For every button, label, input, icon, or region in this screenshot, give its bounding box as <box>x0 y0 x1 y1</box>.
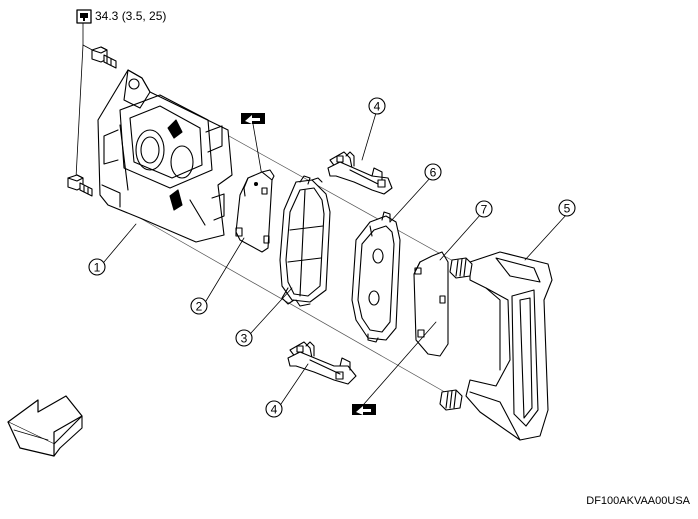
callout-6: 6 <box>424 163 442 181</box>
callout-3: 3 <box>235 329 253 347</box>
callout-6-number: 6 <box>430 166 437 180</box>
torque-spec-label: 34.3 (3.5, 25) <box>95 9 167 23</box>
callout-5-number: 5 <box>564 202 571 216</box>
grease-apply-icon <box>241 113 265 177</box>
callout-4-upper-number: 4 <box>374 100 381 114</box>
torque-member <box>439 251 553 441</box>
caliper-bolt <box>67 174 93 197</box>
callout-7-number: 7 <box>481 203 488 217</box>
outer-pad-shim <box>413 251 449 357</box>
front-direction-arrow-icon <box>7 395 83 457</box>
callout-4-lower: 4 <box>265 400 283 418</box>
grease-apply-icon <box>352 321 437 415</box>
torque-wrench-icon <box>75 9 97 179</box>
callout-2-number: 2 <box>196 300 203 314</box>
pad-retainer-upper <box>327 151 393 195</box>
callout-1: 1 <box>88 258 106 276</box>
callout-7: 7 <box>475 200 493 218</box>
callout-3-number: 3 <box>241 332 248 346</box>
caliper-bolt <box>91 46 117 69</box>
callout-5: 5 <box>558 199 576 217</box>
callout-leaders <box>103 112 568 405</box>
outer-brake-pad <box>351 211 401 343</box>
caliper-body <box>97 69 233 243</box>
inner-brake-pad <box>279 175 331 307</box>
callout-4-upper: 4 <box>368 97 386 115</box>
callout-4-lower-number: 4 <box>271 403 278 417</box>
pad-retainer-lower <box>287 341 357 385</box>
callout-1-number: 1 <box>94 261 101 275</box>
figure-code: DF100AKVAA00USA <box>586 495 690 507</box>
pad-shim <box>235 169 275 253</box>
callout-2: 2 <box>190 297 208 315</box>
